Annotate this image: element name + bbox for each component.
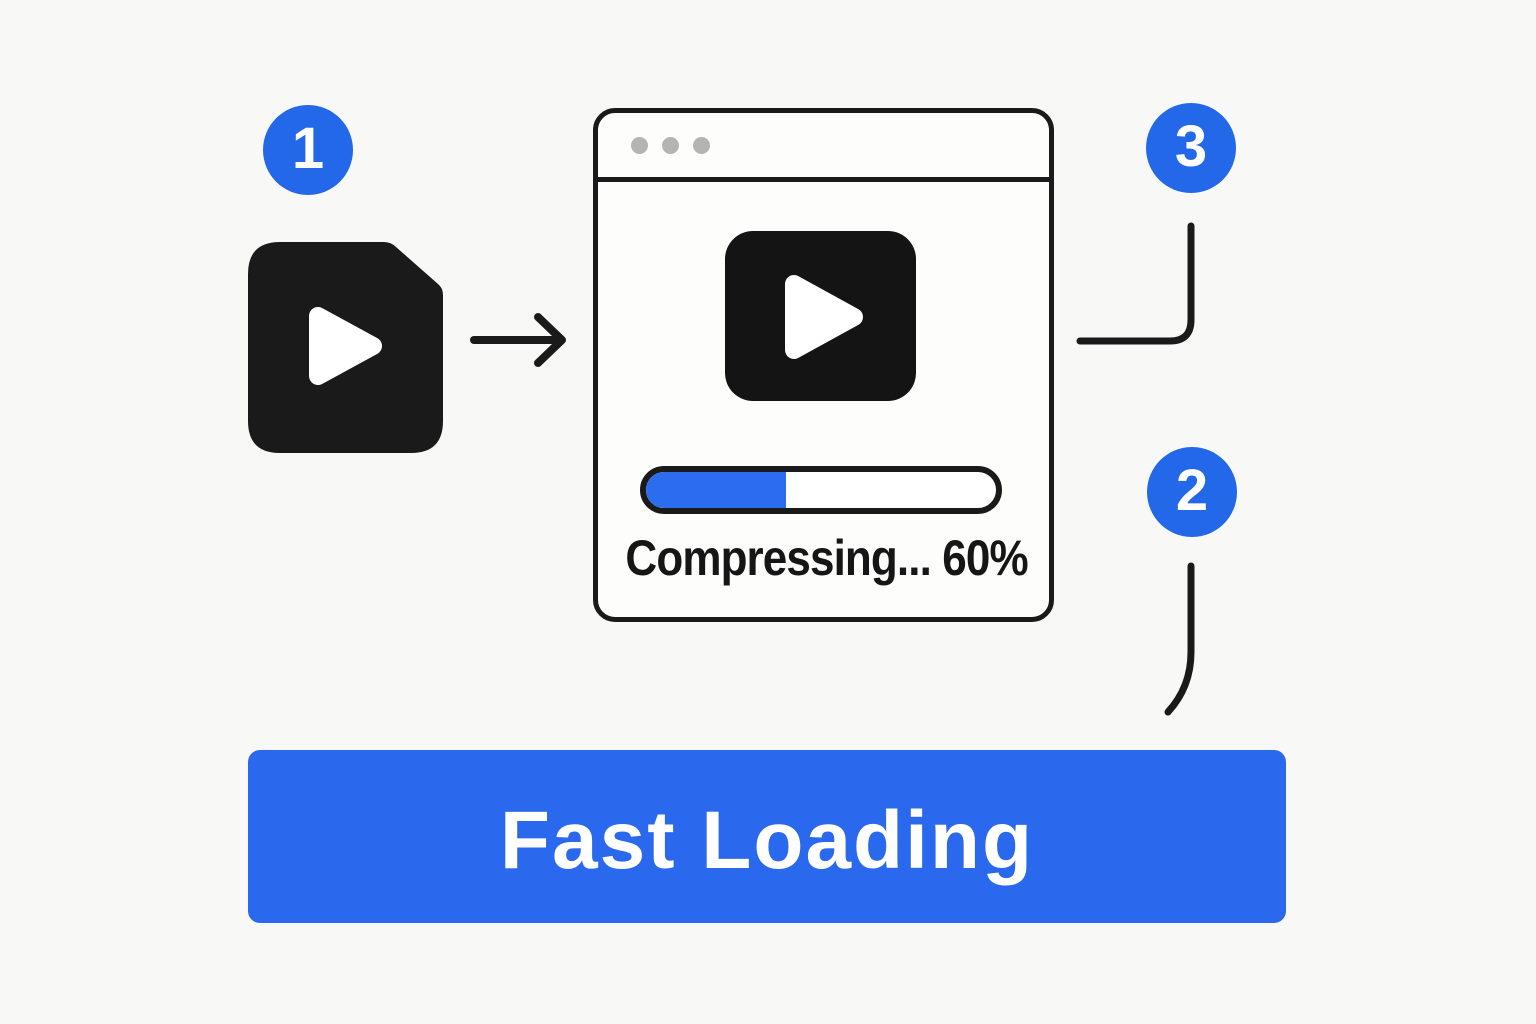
step-badge-1-label: 1 (291, 116, 325, 181)
video-file-icon (248, 242, 443, 453)
progress-status-text: Compressing... 60% (625, 530, 1028, 586)
step-badge-3-label: 3 (1174, 114, 1208, 179)
window-dot-2 (662, 136, 679, 154)
progress-bar (640, 466, 1002, 514)
progress-fill (646, 472, 786, 508)
connector-step-2 (1164, 562, 1195, 716)
window-dot-1 (631, 136, 648, 154)
play-icon (785, 275, 863, 359)
banner-label: Fast Loading (499, 794, 1035, 886)
fast-loading-banner: Fast Loading (248, 750, 1286, 923)
arrow-right-icon (470, 313, 566, 367)
window-titlebar (598, 113, 1049, 182)
video-player-icon (725, 231, 916, 401)
step-badge-2: 2 (1147, 447, 1237, 537)
play-icon (309, 307, 382, 385)
window-dot-3 (693, 136, 710, 154)
connector-step-3 (1076, 222, 1195, 345)
step-badge-3: 3 (1146, 103, 1236, 193)
step-badge-2-label: 2 (1175, 458, 1209, 523)
browser-window: Compressing... 60% (593, 108, 1054, 622)
step-badge-1: 1 (263, 105, 353, 195)
